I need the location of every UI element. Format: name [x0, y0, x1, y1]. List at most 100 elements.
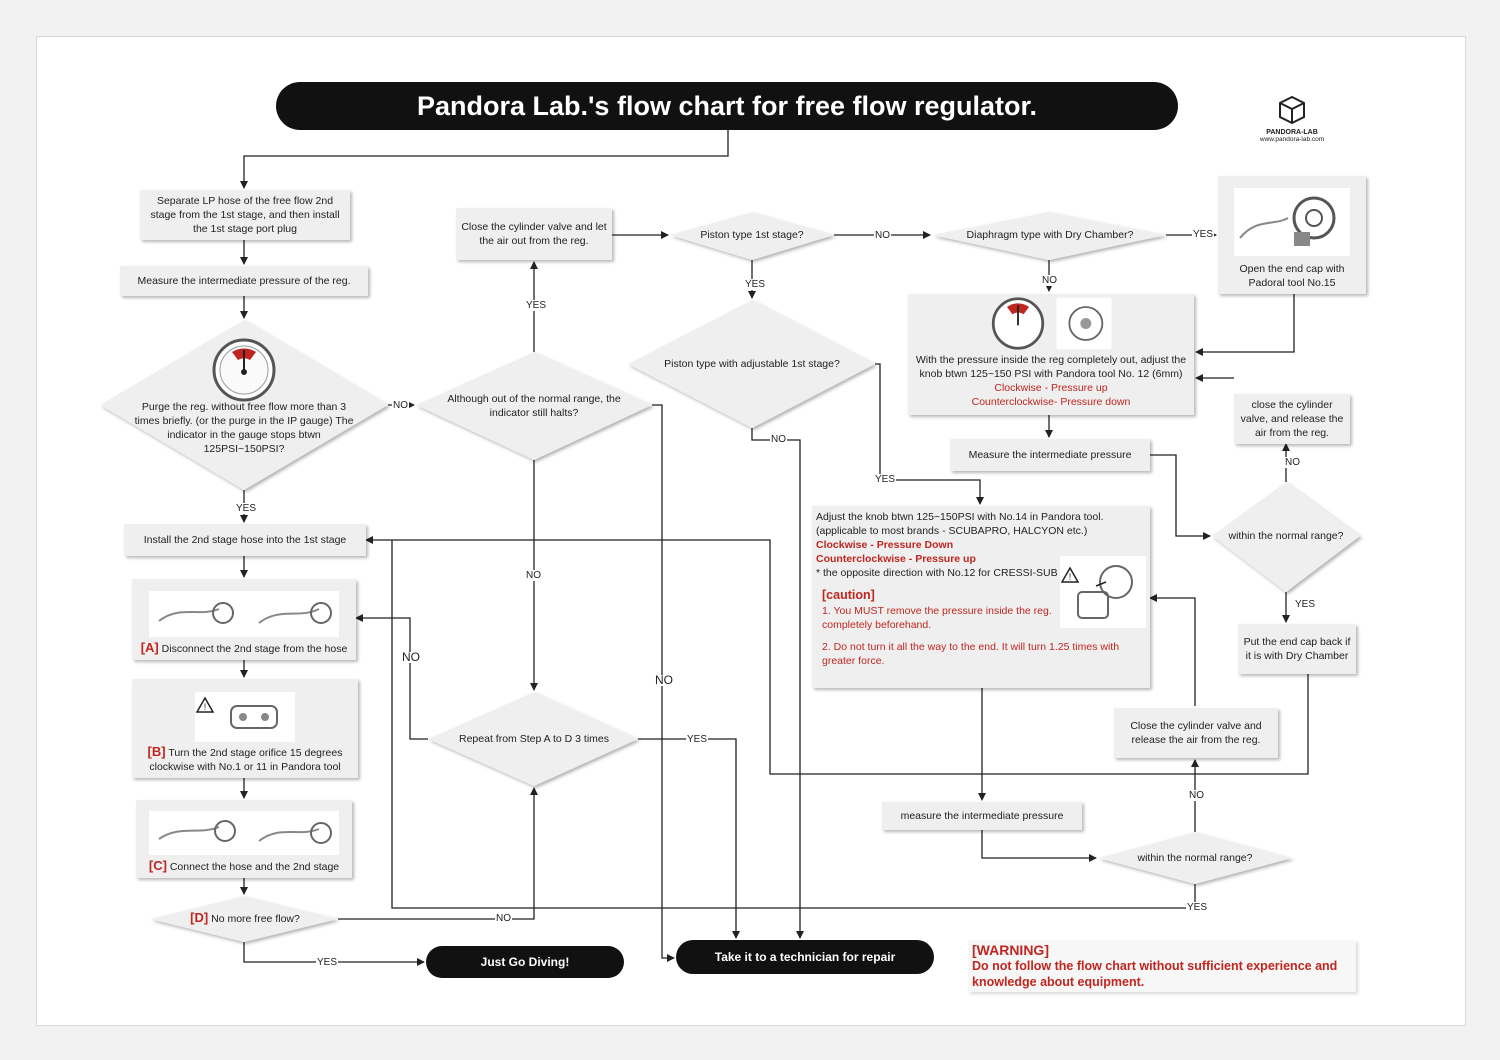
adjust-diaphragm-cw: Clockwise - Pressure up — [994, 382, 1108, 394]
label-no-within-2: NO — [1188, 790, 1205, 801]
measure-ip-text-2: Measure the intermediate pressure — [968, 449, 1132, 461]
install-2nd-text: Install the 2nd stage hose into the 1st … — [143, 534, 347, 546]
close-cylinder-box-1: Close the cylinder valve and let the air… — [456, 208, 612, 260]
step-b-text: Turn the 2nd stage orifice 15 degrees cl… — [149, 747, 343, 773]
label-yes-although: YES — [525, 300, 548, 311]
label-no-diaphragm: NO — [1041, 275, 1058, 286]
step-b-tag: [B] — [147, 744, 166, 759]
adjust-diaphragm-ccw: Counterclockwise- Pressure down — [971, 396, 1131, 408]
although-decision-diamond — [416, 352, 652, 460]
label-no-although: NO — [525, 570, 542, 581]
diaphragm-decision-diamond — [932, 212, 1166, 260]
label-yes-repeat: YES — [686, 734, 709, 745]
open-end-cap-text: Open the end cap with Padoral tool No.15 — [1239, 263, 1345, 289]
adjust-diaphragm-text: With the pressure inside the reg complet… — [915, 354, 1187, 380]
first-stage-knob-illustration: ! — [1060, 556, 1146, 628]
repeat-text: Repeat from Step A to D 3 times — [459, 733, 609, 745]
label-no-step-d: NO — [495, 913, 512, 924]
title-bar: Pandora Lab.'s flow chart for free flow … — [276, 82, 1178, 130]
close-cylinder-box-2: close the cylinder valve, and release th… — [1234, 394, 1350, 444]
svg-text:!: ! — [1069, 572, 1072, 582]
cube-logo-icon — [1279, 95, 1305, 125]
purge-text: Purge the reg. without free flow more th… — [134, 401, 354, 455]
put-end-cap-box: Put the end cap back if it is with Dry C… — [1238, 624, 1356, 674]
gauge-and-knob-illustration — [991, 297, 1112, 350]
step-c-box: [C] Connect the hose and the 2nd stage — [136, 800, 352, 878]
brand-logo: PANDORA-LAB www.pandora-lab.com — [1250, 95, 1334, 143]
close-cylinder-text-2: close the cylinder valve, and release th… — [1240, 399, 1344, 439]
step-a-box: [A] Disconnect the 2nd stage from the ho… — [132, 579, 356, 660]
piston-text: Piston type 1st stage? — [700, 229, 804, 241]
step-a-tag: [A] — [140, 640, 159, 655]
connect-hose-illustration — [149, 811, 339, 855]
brand-url: www.pandora-lab.com — [1259, 136, 1325, 143]
end-cap-tool-illustration — [1234, 188, 1350, 256]
pressure-gauge-icon — [212, 338, 276, 402]
turn-orifice-illustration: ! — [195, 692, 295, 742]
label-yes-within-1: YES — [1294, 599, 1317, 610]
open-end-cap-box: Open the end cap with Padoral tool No.15 — [1218, 176, 1366, 294]
label-yes-within-2: YES — [1186, 902, 1209, 913]
step-d-decision-diamond — [150, 896, 338, 942]
step-c-text: Connect the hose and the 2nd stage — [169, 861, 340, 873]
within-range-diamond-2 — [1098, 832, 1292, 884]
within-range-text-2: within the normal range? — [1137, 852, 1253, 864]
piston-decision-diamond — [670, 212, 834, 260]
close-cylinder-box-3: Close the cylinder valve and release the… — [1114, 708, 1278, 758]
adjust-knob-cw: Clockwise - Pressure Down — [816, 539, 954, 551]
page-title: Pandora Lab.'s flow chart for free flow … — [416, 90, 1038, 121]
put-end-cap-text: Put the end cap back if it is with Dry C… — [1243, 636, 1351, 662]
technician-text: Take it to a technician for repair — [714, 950, 896, 964]
svg-text:!: ! — [204, 702, 207, 712]
warning-block: [WARNING] Do not follow the flow chart w… — [968, 940, 1356, 992]
separate-hose-text: Separate LP hose of the free flow 2nd st… — [150, 195, 340, 235]
step-b-box: ! [B] Turn the 2nd stage orifice 15 degr… — [132, 679, 358, 778]
caution-title: [caution] — [822, 588, 875, 602]
close-cylinder-text-3: Close the cylinder valve and release the… — [1130, 720, 1262, 746]
label-yes-purge: YES — [235, 503, 258, 514]
within-range-text-1: within the normal range? — [1228, 530, 1344, 542]
adjust-knob-box: Adjust the knob btwn 125~150PSI with No.… — [812, 506, 1150, 688]
adjust-knob-text-1: Adjust the knob btwn 125~150PSI with No.… — [816, 511, 1104, 523]
label-yes-piston: YES — [744, 279, 767, 290]
label-yes-step-d: YES — [316, 957, 339, 968]
disconnect-hose-illustration — [149, 591, 339, 637]
label-yes-piston-adj: YES — [874, 474, 897, 485]
label-no-within-1: NO — [1284, 457, 1301, 468]
label-no-repeat: NO — [401, 650, 421, 664]
purge-decision-diamond — [100, 320, 388, 490]
diaphragm-text: Diaphragm type with Dry Chamber? — [966, 229, 1134, 241]
label-no-purge: NO — [392, 400, 409, 411]
adjust-knob-note: * the opposite direction with No.12 for … — [816, 567, 1058, 579]
piston-adjustable-decision-diamond — [628, 300, 875, 428]
step-d-tag: [D] — [190, 910, 209, 925]
piston-adjustable-text: Piston type with adjustable 1st stage? — [664, 358, 840, 370]
adjust-diaphragm-box: With the pressure inside the reg complet… — [908, 294, 1194, 415]
step-a-text: Disconnect the 2nd stage from the hose — [161, 643, 348, 655]
adjust-knob-ccw: Counterclockwise - Pressure up — [816, 553, 976, 565]
although-text: Although out of the normal range, the in… — [447, 393, 621, 419]
measure-ip-text: Measure the intermediate pressure of the… — [137, 275, 351, 287]
repeat-decision-diamond — [428, 692, 638, 786]
label-no-piston: NO — [874, 230, 891, 241]
step-d-text-wrap: [D] No more free flow? — [170, 911, 320, 926]
measure-ip-box-3: measure the intermediate pressure — [882, 802, 1082, 830]
caution-1: 1. You MUST remove the pressure inside t… — [822, 605, 1052, 631]
warning-title: [WARNING] — [972, 942, 1049, 958]
label-yes-diaphragm: YES — [1192, 229, 1215, 240]
measure-ip-text-3: measure the intermediate pressure — [900, 810, 1064, 822]
measure-ip-box: Measure the intermediate pressure of the… — [120, 266, 368, 296]
separate-hose-box: Separate LP hose of the free flow 2nd st… — [140, 190, 350, 240]
install-2nd-box: Install the 2nd stage hose into the 1st … — [124, 524, 366, 556]
label-no-piston-adj: NO — [770, 434, 787, 445]
adjust-knob-text-2: (applicable to most brands - SCUBAPRO, H… — [816, 525, 1088, 537]
within-range-diamond-1 — [1212, 482, 1360, 592]
warning-text: Do not follow the flow chart without suf… — [972, 959, 1338, 989]
just-go-diving-terminal: Just Go Diving! — [426, 946, 624, 978]
step-d-text: No more free flow? — [211, 913, 300, 925]
brand-name: PANDORA-LAB — [1266, 129, 1318, 136]
close-cylinder-text-1: Close the cylinder valve and let the air… — [461, 221, 607, 247]
measure-ip-box-2: Measure the intermediate pressure — [950, 439, 1150, 471]
step-c-tag: [C] — [148, 858, 167, 873]
